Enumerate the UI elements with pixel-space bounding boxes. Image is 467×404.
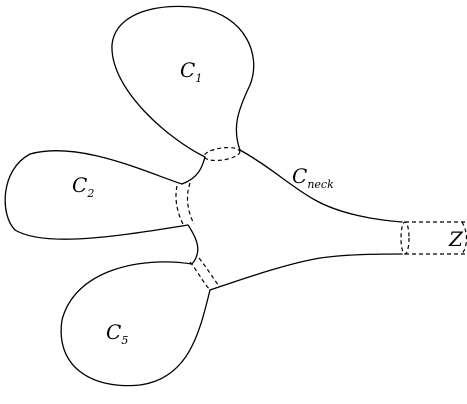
lobe-c2-outline xyxy=(5,151,205,240)
lobe-c5-outline xyxy=(61,225,210,386)
gluing-circle-c5 xyxy=(190,258,219,290)
label-c2: C2 xyxy=(72,173,94,200)
label-z: Z xyxy=(448,227,464,251)
label-c1: C1 xyxy=(180,58,202,85)
neck-lower-boundary xyxy=(210,254,402,290)
cylinder-z-left-end xyxy=(401,222,409,254)
gluing-circle-c2 xyxy=(176,183,194,226)
gluing-circle-c1 xyxy=(203,146,240,163)
label-c-neck: Cneck xyxy=(292,164,334,191)
label-c5: C5 xyxy=(106,320,128,347)
